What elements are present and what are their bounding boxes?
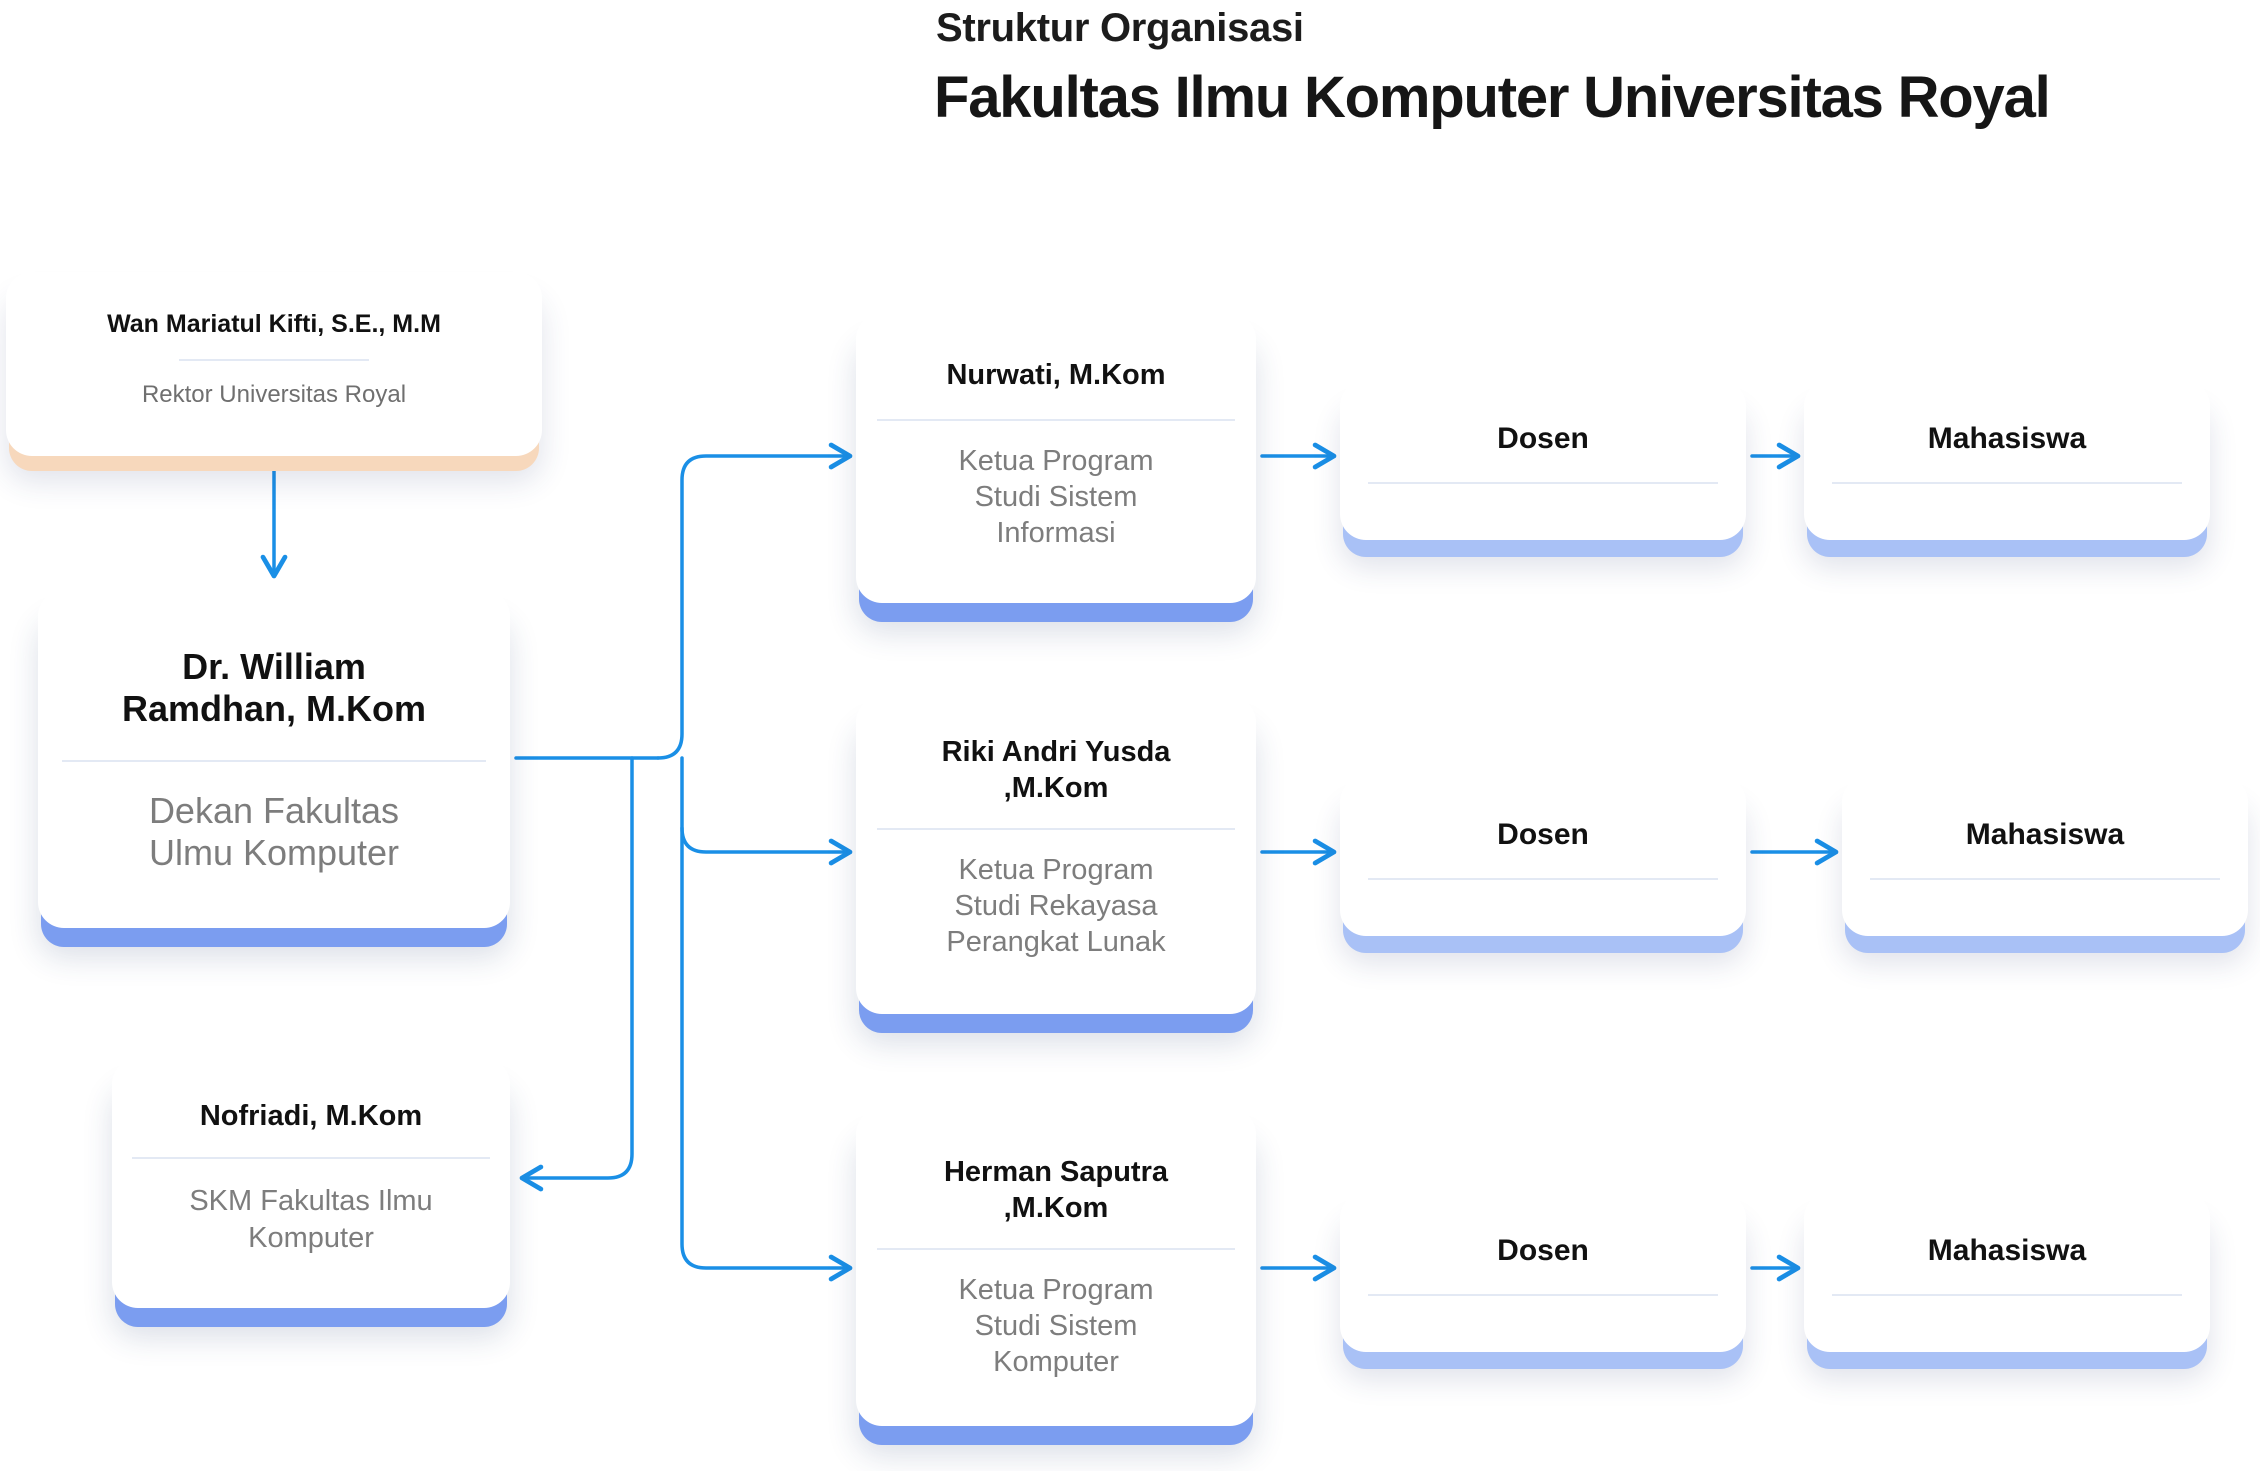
divider bbox=[1832, 1294, 2182, 1296]
dekan-card: Dr. William Ramdhan, M.Kom Dekan Fakulta… bbox=[38, 590, 510, 928]
program-role: Ketua Program Studi Sistem Komputer bbox=[958, 1274, 1154, 1378]
divider bbox=[1368, 1294, 1718, 1296]
dekan-role: Dekan Fakultas Ulmu Komputer bbox=[148, 790, 400, 873]
dosen-card: Dosen bbox=[1340, 776, 1746, 936]
skm-role: SKM Fakultas Ilmu Komputer bbox=[189, 1185, 433, 1254]
program-card: Nurwati, M.Kom Ketua Program Studi Siste… bbox=[856, 313, 1256, 603]
divider bbox=[877, 828, 1235, 830]
subtitle: Struktur Organisasi bbox=[936, 6, 1304, 50]
divider bbox=[179, 359, 369, 361]
divider bbox=[1870, 878, 2220, 880]
mahasiswa-card: Mahasiswa bbox=[1842, 776, 2248, 936]
dosen-label: Dosen bbox=[1497, 818, 1589, 851]
divider bbox=[877, 419, 1235, 421]
dosen-label: Dosen bbox=[1497, 422, 1589, 455]
divider bbox=[1368, 482, 1718, 484]
program-role: Ketua Program Studi Rekayasa Perangkat L… bbox=[946, 854, 1166, 958]
rektor-card: Wan Mariatul Kifti, S.E., M.M Rektor Uni… bbox=[6, 272, 542, 456]
program-card: Riki Andri Yusda ,M.Kom Ketua Program St… bbox=[856, 696, 1256, 1014]
page-title: Fakultas Ilmu Komputer Universitas Royal bbox=[934, 65, 2051, 130]
dosen-card: Dosen bbox=[1340, 1192, 1746, 1352]
mahasiswa-label: Mahasiswa bbox=[1965, 818, 2125, 851]
divider bbox=[132, 1157, 490, 1159]
program-head-name: Herman Saputra ,M.Kom bbox=[943, 1156, 1168, 1224]
link-program-0 bbox=[656, 442, 853, 760]
divider bbox=[877, 1248, 1235, 1250]
skm-name: Nofriadi, M.Kom bbox=[199, 1100, 423, 1132]
dosen-card: Dosen bbox=[1340, 380, 1746, 540]
rektor-role: Rektor Universitas Royal bbox=[141, 381, 407, 408]
program-role: Ketua Program Studi Sistem Informasi bbox=[958, 445, 1154, 549]
program-head-name: Riki Andri Yusda ,M.Kom bbox=[941, 736, 1171, 804]
mahasiswa-card: Mahasiswa bbox=[1804, 380, 2210, 540]
link-program-2 bbox=[680, 826, 853, 1282]
link-skm bbox=[519, 756, 634, 1192]
dekan-name: Dr. William Ramdhan, M.Kom bbox=[121, 646, 426, 729]
mahasiswa-card: Mahasiswa bbox=[1804, 1192, 2210, 1352]
divider bbox=[62, 760, 486, 762]
dosen-label: Dosen bbox=[1497, 1234, 1589, 1267]
rektor-name: Wan Mariatul Kifti, S.E., M.M bbox=[107, 310, 441, 338]
divider bbox=[1368, 878, 1718, 880]
skm-card: Nofriadi, M.Kom SKM Fakultas Ilmu Komput… bbox=[112, 1058, 510, 1308]
mahasiswa-label: Mahasiswa bbox=[1927, 422, 2087, 455]
program-card: Herman Saputra ,M.Kom Ketua Program Stud… bbox=[856, 1108, 1256, 1426]
divider bbox=[1832, 482, 2182, 484]
program-head-name: Nurwati, M.Kom bbox=[946, 359, 1166, 391]
link-program-1 bbox=[680, 756, 853, 866]
mahasiswa-label: Mahasiswa bbox=[1927, 1234, 2087, 1267]
